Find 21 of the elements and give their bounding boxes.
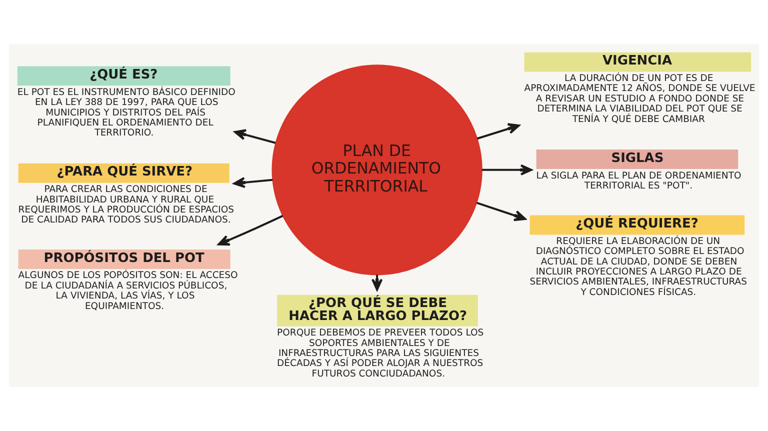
node-label: ALGUNOS DE LOS POPÓSITOS SON: EL ACCESO DE LA CIUDADANÍA A SERVICIOS PÚBLICOS, LA VIVIENDA, LAS VÍAS, Y LOS EQUIPAMIENTOS.: [18, 270, 238, 312]
arrow: [476, 123, 520, 140]
node-label: LA SIGLA PARA EL PLAN DE ORDENAMIENTO TERRITORIAL ES "POT".: [536, 170, 742, 192]
arrow: [218, 214, 284, 246]
node-circle: PLAN DE ORDENAMIENTO TERRITORIAL: [272, 64, 482, 276]
arrow: [482, 164, 532, 176]
node-box: VIGENCIA: [524, 52, 752, 72]
node-label: PARA CREAR LAS CONDICIONES DE HABITABILIDAD URBANA Y RURAL QUE REQUERIMOS Y LA PRODUCCIÓN DE ESPACIOS DE CALIDAD PARA TODOS SUS CIUDADANOS.: [18, 184, 234, 226]
node-box: ¿PARA QUÉ SIRVE?: [18, 163, 230, 183]
node-box: SIGLAS: [536, 150, 738, 169]
node-box: ¿QUÉ REQUIERE?: [530, 215, 745, 235]
node-label: REQUIERE LA ELABORACIÓN DE UN DIAGNÓSTICO COMPLETO SOBRE EL ESTADO ACTUAL DE LA CIUDAD, DONDE SE DEBEN INCLUIR PROYECCIONES A LARGO PLAZO DE SERVICIOS AMBIENTALES, INFRAESTRUCTURAS Y CONDICIONES FÍSICAS.: [530, 236, 747, 298]
arrow: [234, 129, 276, 144]
arrow: [233, 176, 273, 188]
arrow: [476, 202, 526, 222]
node-box: ¿POR QUÉ SE DEBE HACER A LARGO PLAZO?: [277, 294, 478, 326]
node-box: ¿QUÉ ES?: [17, 66, 230, 86]
node-label: LA DURACIÓN DE UN POT ES DE APROXIMADAMENTE 12 AÑOS, DONDE SE VUELVE A REVISAR UN ESTUDIO A FONDO DONDE SE DETERMINA LA VIABILIDAD DEL POT QUE SE TENÍA Y QUÉ DEBE CAMBIAR: [524, 73, 756, 125]
node-box: PROPÓSITOS DEL POT: [18, 250, 230, 269]
node-label: PORQUE DEBEMOS DE PREVEER TODOS LOS SOPORTES AMBIENTALES Y DE INFRAESTRUCTURAS PARA LAS SIGUIENTES DÉCADAS Y ASÍ PODER ALOJAR A NUESTROS FUTUROS CONCIUDADANOS.: [277, 328, 484, 380]
node-label: EL POT ES EL INSTRUMENTO BÁSICO DEFINIDO EN LA LEY 388 DE 1997, PARA QUE LOS MUNICIPIOS Y DISTRITOS DEL PAÍS PLANIFIQUEN EL ORDENAMIENTO DEL TERRITORIO.: [17, 86, 236, 139]
